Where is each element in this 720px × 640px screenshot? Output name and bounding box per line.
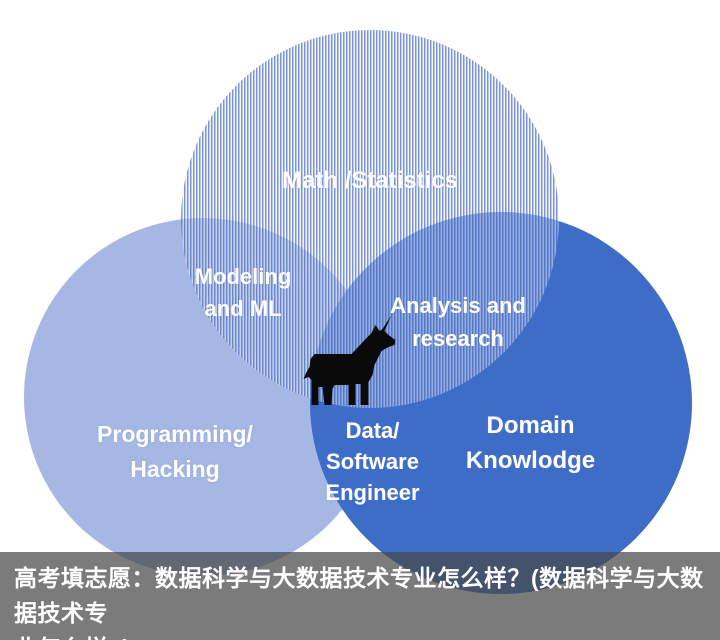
caption-bar: 高考填志愿：数据科学与大数据技术专业怎么样？(数据科学与大数据技术专 业怎么样?… xyxy=(0,552,720,640)
label-modeling-and-ml: Modeling and ML xyxy=(148,261,338,325)
label-analysis-line2: research xyxy=(412,326,504,351)
label-modeling-line2: and ML xyxy=(204,296,282,321)
label-engineer-line3: Engineer xyxy=(325,480,420,505)
unicorn-icon xyxy=(303,315,396,405)
label-domain-knowledge: Domain Knowlodge xyxy=(428,408,633,478)
label-modeling-line1: Modeling xyxy=(194,264,292,289)
caption-line2: 业怎么样?) xyxy=(14,631,706,640)
label-data-software-engineer: Data/ Software Engineer xyxy=(305,415,440,508)
label-programming-line1: Programming/ xyxy=(97,421,253,447)
label-analysis-line1: Analysis and xyxy=(390,293,526,318)
label-math-statistics: Math /Statistics xyxy=(181,167,559,195)
label-domain-line2: Knowlodge xyxy=(465,447,596,474)
label-domain-line1: Domain xyxy=(486,412,575,439)
label-engineer-line1: Data/ xyxy=(345,418,400,443)
caption-line1: 高考填志愿：数据科学与大数据技术专业怎么样？(数据科学与大数据技术专 xyxy=(14,565,704,626)
label-programming-line2: Hacking xyxy=(130,456,220,482)
label-programming-hacking: Programming/ Hacking xyxy=(55,417,295,487)
label-math-statistics-text: Math /Statistics xyxy=(281,167,459,194)
label-analysis-and-research: Analysis and research xyxy=(358,289,558,355)
label-engineer-line2: Software xyxy=(326,449,419,474)
